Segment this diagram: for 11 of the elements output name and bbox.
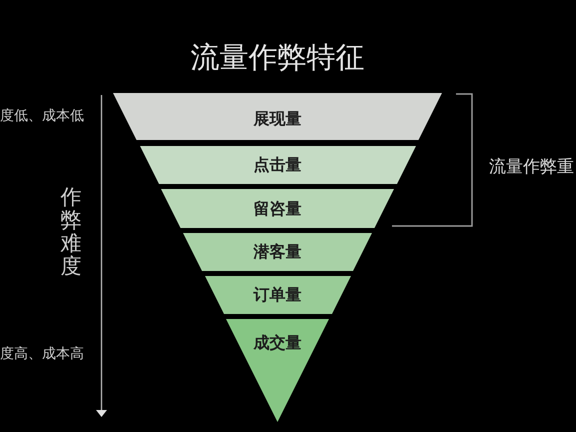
funnel-tip: 成交量 — [226, 319, 329, 422]
funnel-band: 点击量 — [140, 146, 416, 184]
funnel-band: 潜客量 — [183, 233, 372, 271]
funnel-band: 展现量 — [113, 93, 442, 140]
funnel-band: 订单量 — [204, 276, 350, 314]
diagram-title: 流量作弊特征 — [190, 40, 364, 74]
funnel-band: 留咨量 — [161, 189, 394, 228]
axis-title: 作弊难度 — [60, 186, 82, 278]
scale-end-note: 度低、成本低 — [0, 109, 84, 124]
scale-end-note: 度高、成本高 — [0, 347, 84, 362]
bracket-label: 流量作弊重 — [489, 158, 574, 177]
